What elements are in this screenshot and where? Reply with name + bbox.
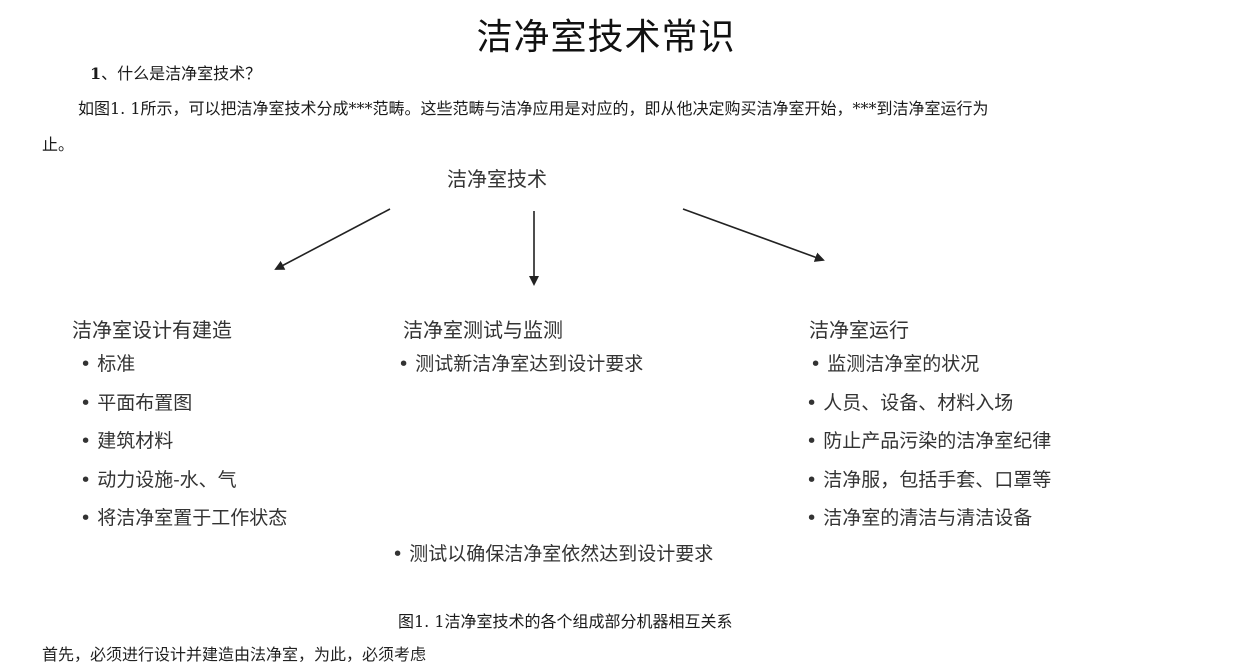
paragraph-partial-line: 首先，必须进行设计并建造由法净室，为此，必须考虑 xyxy=(42,645,427,664)
list-item: 人员、设备、材料入场 xyxy=(806,391,1051,430)
list-item: 测试新洁净室达到设计要求 xyxy=(398,352,643,391)
list-item: 动力设施-水、气 xyxy=(80,468,287,507)
diagram-column-testing-extra: 测试以确保洁净室依然达到设计要求 xyxy=(392,542,713,581)
document-title: 洁净室技术常识 xyxy=(476,17,736,58)
diagram-column-design-title: 洁净室设计有建造 xyxy=(72,318,232,342)
diagram-arrows xyxy=(274,208,825,286)
arrow-left xyxy=(274,208,391,270)
diagram-root-node: 洁净室技术 xyxy=(447,167,547,191)
list-item: 将洁净室置于工作状态 xyxy=(80,506,287,545)
list-item: 建筑材料 xyxy=(80,429,287,468)
question-text: 、什么是洁净室技术？ xyxy=(101,64,262,83)
paragraph-line-1: 如图1. 1所示，可以把洁净室技术分成***范畴。这些范畴与洁净应用是对应的，即… xyxy=(78,99,989,118)
question-number: 1 xyxy=(90,64,102,83)
list-item: 监测洁净室的状况 xyxy=(806,352,1051,391)
list-item: 标准 xyxy=(80,352,287,391)
diagram-column-operation-title: 洁净室运行 xyxy=(809,318,909,342)
paragraph-line-2: 止。 xyxy=(42,135,75,154)
list-item: 测试以确保洁净室依然达到设计要求 xyxy=(392,542,713,581)
diagram-column-testing-title: 洁净室测试与监测 xyxy=(403,318,563,342)
list-item: 防止产品污染的洁净室纪律 xyxy=(806,429,1051,468)
list-item: 洁净服，包括手套、口罩等 xyxy=(806,468,1051,507)
diagram-column-operation-list: 监测洁净室的状况 人员、设备、材料入场 防止产品污染的洁净室纪律 洁净服，包括手… xyxy=(806,352,1051,545)
figure-caption: 图1. 1洁净室技术的各个组成部分机器相互关系 xyxy=(398,612,733,631)
list-item: 平面布置图 xyxy=(80,391,287,430)
arrow-right xyxy=(682,208,825,262)
diagram-column-testing-list: 测试新洁净室达到设计要求 xyxy=(398,352,643,391)
section-question: 1、什么是洁净室技术？ xyxy=(90,60,261,84)
list-item: 洁净室的清洁与清洁设备 xyxy=(806,506,1051,545)
diagram-column-design-list: 标准 平面布置图 建筑材料 动力设施-水、气 将洁净室置于工作状态 xyxy=(80,352,287,545)
